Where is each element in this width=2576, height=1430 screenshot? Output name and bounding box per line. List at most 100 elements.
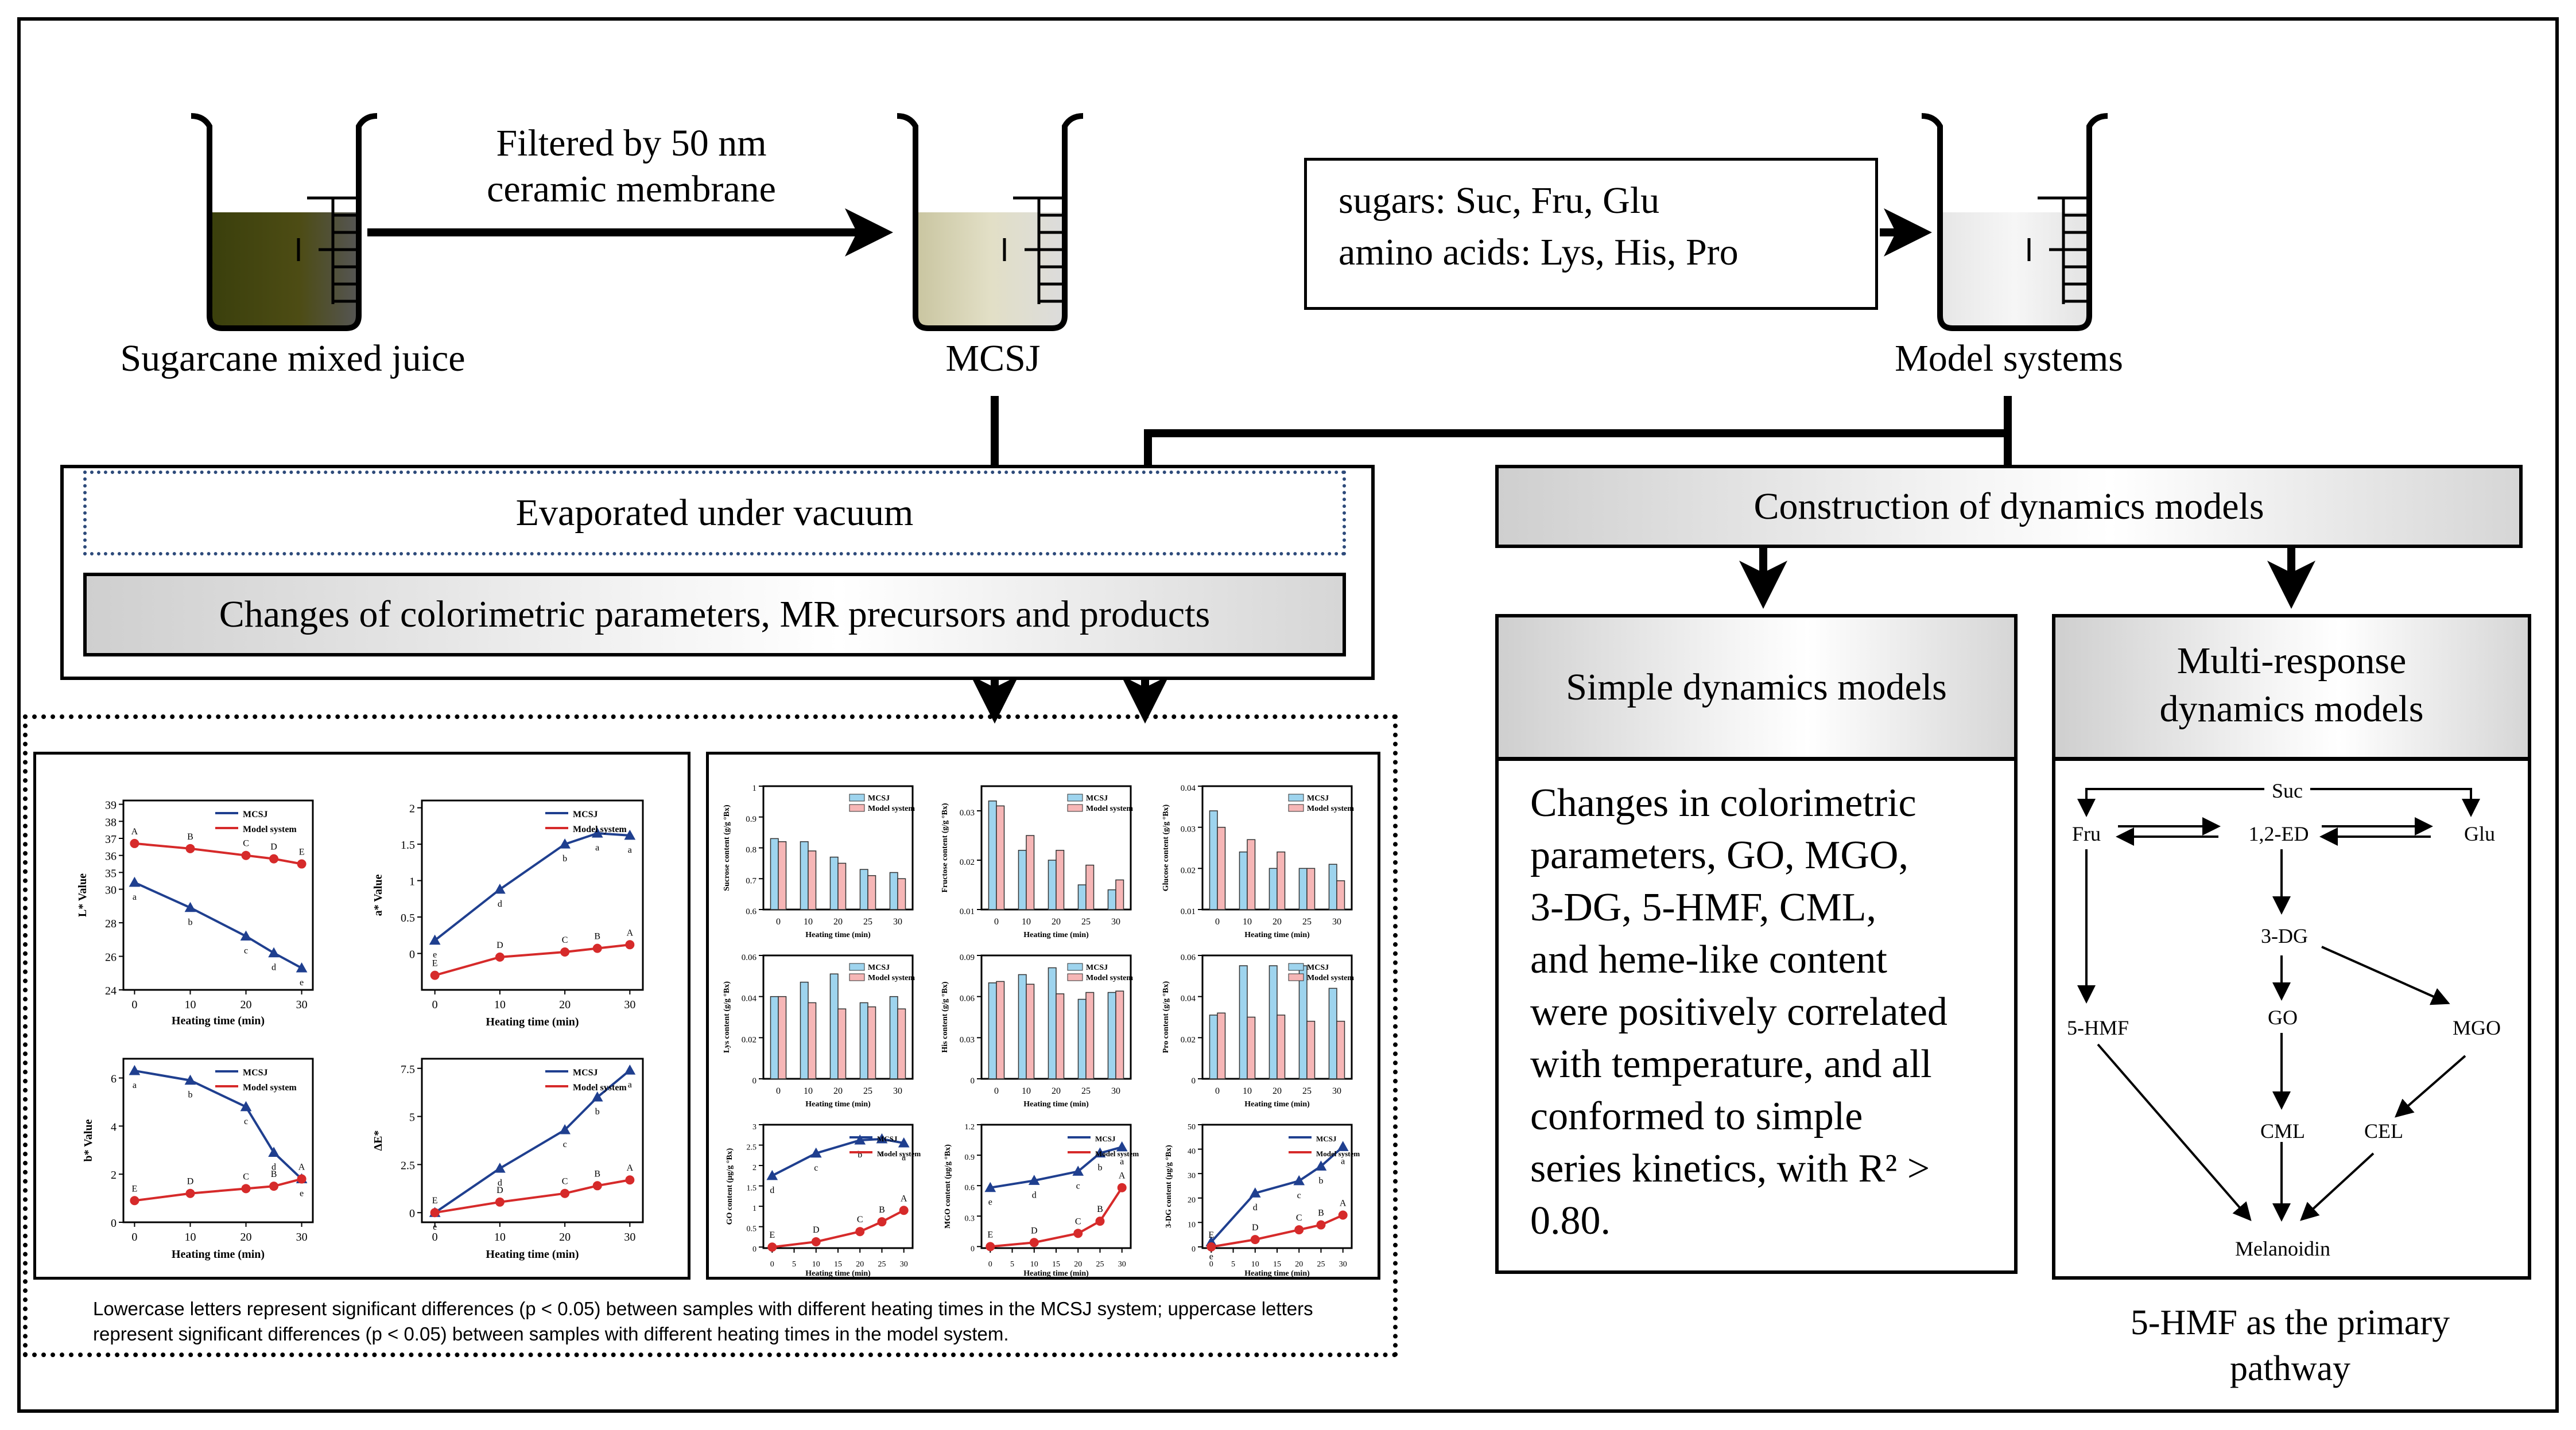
chart-12-point bbox=[1315, 1160, 1327, 1171]
chart-12-point bbox=[1294, 1225, 1304, 1235]
chart-9-legend-swatch bbox=[1288, 973, 1304, 981]
chart-2-point-letter: e bbox=[300, 1189, 304, 1199]
chart-3-point bbox=[591, 1091, 603, 1102]
evaporated-box: Evaporated under vacuum bbox=[83, 471, 1346, 555]
chart-12-point bbox=[1338, 1210, 1348, 1220]
label-mcsj: MCSJ bbox=[945, 337, 1041, 379]
construction-box: Construction of dynamics models bbox=[1495, 465, 2523, 548]
chart-1-point-letter: b bbox=[562, 854, 567, 864]
chart-1-point-letter: B bbox=[594, 932, 600, 942]
chart-4-bar bbox=[897, 878, 906, 910]
chart-3-xtick-label: 30 bbox=[624, 1231, 635, 1244]
chart-12-point-letter: E bbox=[1208, 1230, 1214, 1240]
chart-4-ytick-label: 1 bbox=[752, 784, 757, 793]
node-3dg: 3-DG bbox=[2261, 924, 2308, 947]
chart-12-xtick-label: 30 bbox=[1339, 1260, 1347, 1269]
chart-2-point bbox=[185, 1188, 195, 1198]
chart-11-ylabel: MGO content (μg/g °Bx) bbox=[944, 1144, 952, 1229]
chart-3-legend-label: Model system bbox=[573, 1083, 627, 1093]
chart-8-ytick-label: 0.06 bbox=[960, 994, 975, 1004]
chart-0-xlabel: Heating time (min) bbox=[172, 1015, 265, 1027]
beaker-model bbox=[1921, 113, 2108, 331]
chart-2-point bbox=[297, 1174, 307, 1184]
simple-body-line-2: 3-DG, 5-HMF, CML, bbox=[1530, 885, 1877, 930]
chart-10-ytick-label: 2 bbox=[752, 1164, 756, 1172]
chart-5-xtick-label: 0 bbox=[994, 917, 999, 927]
chart-8-bar bbox=[1077, 998, 1087, 1079]
chart-0-point-letter: B bbox=[187, 832, 193, 842]
chart-0-frame bbox=[122, 799, 314, 991]
chart-9-ytick-label: 0.04 bbox=[1181, 994, 1196, 1004]
chart-1-point bbox=[591, 827, 603, 838]
chart-12-ytick-label: 30 bbox=[1188, 1172, 1196, 1180]
chart-4-xtick-label: 0 bbox=[776, 917, 781, 927]
chart-0-point-letter: D bbox=[270, 842, 277, 852]
chart-4-bar bbox=[889, 872, 898, 910]
label-filter-2: ceramic membrane bbox=[487, 168, 776, 210]
chart-11-xtick-label: 0 bbox=[988, 1260, 992, 1269]
chart-1-point-letter: a bbox=[628, 845, 632, 855]
chart-4-bar bbox=[829, 856, 839, 910]
chart-12-xtick-label: 25 bbox=[1317, 1260, 1325, 1269]
chart-4-legend-label: Model system bbox=[868, 805, 915, 813]
chart-9-legend-swatch bbox=[1288, 963, 1304, 971]
chart-2-point-letter: B bbox=[271, 1169, 277, 1179]
chart-0-ytick-label: 35 bbox=[105, 867, 117, 880]
chart-6-bar bbox=[1217, 826, 1226, 910]
chart-4-bar bbox=[808, 850, 817, 910]
chart-3-point-letter: C bbox=[562, 1177, 568, 1187]
chart-6-ytick-label: 0.03 bbox=[1181, 825, 1196, 834]
chart-2-point-letter: D bbox=[187, 1177, 194, 1187]
chart-11-point bbox=[1117, 1183, 1127, 1192]
chart-10-point bbox=[854, 1134, 866, 1145]
chart-10-point-letter: D bbox=[813, 1225, 820, 1235]
chart-8-bar bbox=[988, 982, 997, 1079]
simple-body-line-6: conformed to simple bbox=[1530, 1094, 1863, 1138]
chart-12-xtick-label: 5 bbox=[1231, 1260, 1235, 1269]
chart-5-bar bbox=[1048, 860, 1057, 910]
chart-11-xtick-label: 5 bbox=[1010, 1260, 1014, 1269]
chart-2-ytick-label: 4 bbox=[111, 1121, 117, 1133]
chart-0-point bbox=[297, 859, 307, 869]
chart-11-point-letter: b bbox=[1097, 1163, 1102, 1173]
chart-7-xtick-label: 25 bbox=[863, 1086, 872, 1096]
chart-2-point-letter: E bbox=[132, 1184, 138, 1194]
chart-10-legend-label: Model system bbox=[877, 1149, 921, 1158]
chart-0-point bbox=[184, 901, 196, 912]
chart-6-bar bbox=[1268, 868, 1278, 910]
chart-1-point bbox=[560, 947, 570, 957]
chart-5-bar bbox=[1115, 879, 1124, 910]
chart-10-series-1-line bbox=[772, 1209, 905, 1249]
chart-1-point bbox=[625, 940, 635, 950]
chart-6-xtick-label: 30 bbox=[1332, 917, 1341, 927]
chart-10-xtick-label: 20 bbox=[856, 1260, 864, 1269]
chart-12-ytick-label: 40 bbox=[1188, 1148, 1196, 1156]
chart-0-xtick-label: 20 bbox=[240, 998, 252, 1011]
chart-11-legend-label: Model system bbox=[1095, 1149, 1139, 1158]
chart-8-xtick-label: 25 bbox=[1081, 1086, 1091, 1096]
mr-charts-panel bbox=[706, 752, 1380, 1280]
chart-3-point bbox=[625, 1175, 635, 1185]
chart-11-point bbox=[1072, 1165, 1084, 1176]
chart-9-ylabel: Pro content (g/g °Bx) bbox=[1162, 981, 1170, 1053]
chart-0-legend-label: MCSJ bbox=[243, 810, 268, 819]
chart-2-ylabel: b* Value bbox=[82, 1119, 95, 1161]
chart-6-bar bbox=[1328, 864, 1337, 910]
chart-0-point bbox=[296, 962, 308, 973]
chart-6-ylabel: Glucose content (g/g °Bx) bbox=[1162, 804, 1170, 891]
caption-line-1: Lowercase letters represent significant … bbox=[93, 1298, 1313, 1319]
chart-11-ytick-label: 0.9 bbox=[965, 1153, 975, 1162]
chart-10-frame bbox=[762, 1124, 914, 1249]
chart-11-xtick-label: 25 bbox=[1096, 1260, 1104, 1269]
chart-0-point-letter: b bbox=[188, 918, 192, 927]
chart-0-point-letter: C bbox=[243, 839, 249, 849]
node-5hmf: 5-HMF bbox=[2067, 1016, 2129, 1039]
chart-1-xtick-label: 20 bbox=[559, 998, 571, 1011]
chart-7-legend-swatch bbox=[849, 963, 865, 971]
chart-4-legend-swatch bbox=[849, 804, 865, 812]
chart-11-point-letter: B bbox=[1097, 1204, 1103, 1214]
chart-8-legend-swatch bbox=[1067, 963, 1083, 971]
chart-3-point-letter: E bbox=[432, 1196, 438, 1206]
